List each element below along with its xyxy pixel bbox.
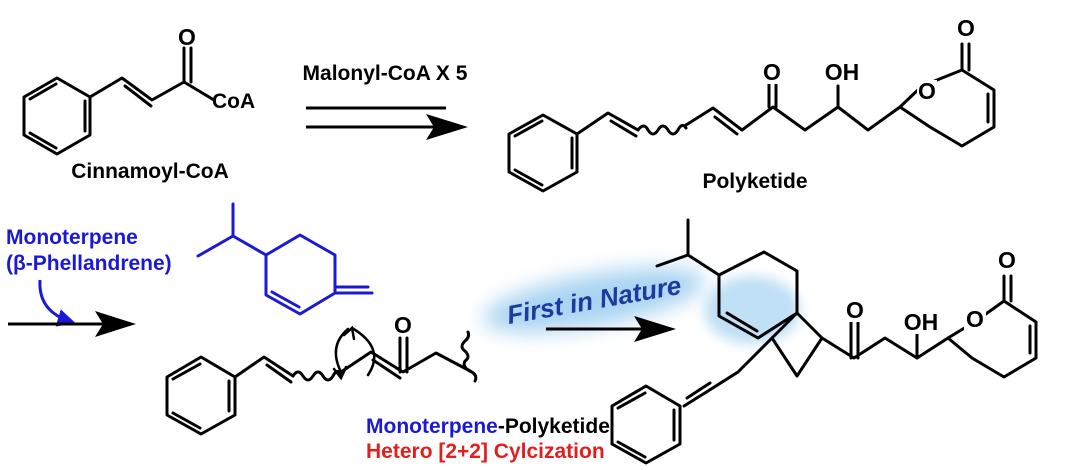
polyketide-ketone-o: O [763,59,781,85]
bottom-reaction-arrow [546,316,676,342]
first-in-nature-badge: First in Nature [483,267,705,333]
monoterpene-label: Monoterpene [6,226,138,249]
cinnamoyl-coa-atom: CoA [212,90,255,113]
phellandrene-label: (β-Phellandrene) [6,252,172,275]
polyketide-hydroxyl: OH [825,59,860,85]
polyketide-structure [507,42,996,193]
cinnamoyl-coa-name: Cinnamoyl-CoA [71,160,229,183]
polyketide-lactone-o: O [957,15,975,41]
product-lactone-o: O [998,247,1016,273]
caption-polyketide: -Polyketide [498,415,610,438]
product-heteroatom-masks [843,246,1019,334]
malonyl-coa-label: Malonyl-CoA X 5 [303,62,468,85]
polyketide-fragment-structure [165,330,478,436]
product-hydroxyl: OH [904,309,939,335]
caption-line1: Monoterpene-Polyketide [366,415,610,438]
monoterpene-addition-arrow [38,279,76,327]
polyketide-heteroatom-masks [760,14,978,102]
cinnamoyl-coa-structure [22,46,216,156]
top-reaction-arrow [306,106,468,140]
product-ketone-o: O [846,297,864,323]
fragment-ketone-o: O [394,312,412,338]
caption-monoterpene: Monoterpene [366,415,498,438]
caption-cyclization: Hetero [2+2] Cylcization [366,440,605,463]
cinnamoyl-carbonyl-o: O [178,24,196,50]
polyketide-ring-o: O [918,78,936,104]
spiro-product-structure [610,218,1038,465]
beta-phellandrene-structure [196,202,374,316]
polyketide-name: Polyketide [702,170,807,193]
middle-reaction-arrow [8,311,136,337]
product-ring-o: O [966,306,984,332]
